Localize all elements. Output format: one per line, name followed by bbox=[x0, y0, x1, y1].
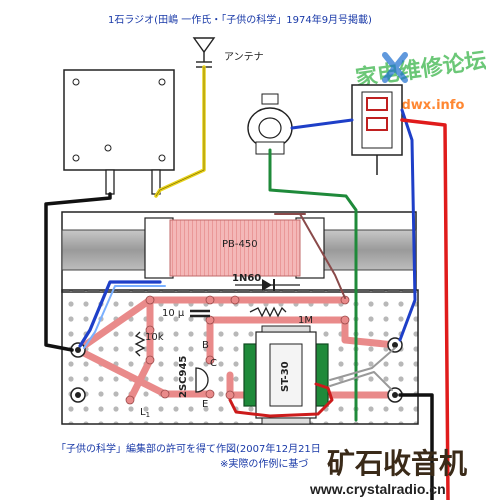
resistor-1m-label: 1M bbox=[298, 315, 313, 326]
watermark-bottom-url: www.crystalradio.cn bbox=[309, 481, 446, 497]
resistor-1m: 1M bbox=[249, 306, 313, 326]
watermark-bottom-cn: 矿石收音机 bbox=[327, 447, 467, 480]
capacitor-label: 10 μ bbox=[162, 308, 185, 319]
pin-c-label: C bbox=[210, 358, 217, 369]
diagram-title: 1石ラジオ(田嶋 一作氏・「子供の科学」1974年9月号掲載) bbox=[108, 13, 372, 26]
pin-e-label: E bbox=[202, 399, 208, 410]
transistor-label: 2SC945 bbox=[178, 356, 189, 398]
transformer-label: ST-30 bbox=[280, 361, 291, 392]
transistor: 2SC945 B C E bbox=[178, 340, 217, 410]
terminals bbox=[70, 337, 403, 403]
coil-l1-sub: 1 bbox=[146, 411, 150, 419]
wrench-icon bbox=[382, 52, 408, 83]
coil-l1-label: L1 bbox=[140, 407, 150, 419]
antenna-icon bbox=[192, 37, 216, 54]
credit-text: 「子供の科学」編集部の許可を得て作図(2007年12月21日 bbox=[56, 442, 321, 455]
earphone-jack bbox=[247, 93, 293, 155]
variable-capacitor bbox=[63, 69, 175, 195]
diode-label: 1N60 bbox=[232, 273, 261, 284]
antenna-label: アンテナ bbox=[224, 51, 264, 63]
resistor-10k-label: 10k bbox=[145, 332, 164, 343]
solder-points bbox=[125, 295, 350, 405]
transformer-st30: ST-30 bbox=[243, 325, 329, 425]
wires bbox=[44, 65, 450, 500]
capacitor-10u: 10 μ bbox=[162, 308, 210, 319]
battery-connector bbox=[351, 84, 403, 175]
coil-l1-letter: L bbox=[140, 407, 146, 418]
watermark-bottom: 矿石收音机 www.crystalradio.cn bbox=[309, 447, 467, 497]
ferrite-coil bbox=[169, 219, 301, 277]
antenna: アンテナ bbox=[192, 37, 264, 68]
diode: 1N60 bbox=[232, 273, 300, 291]
coil-label: PB-450 bbox=[222, 239, 258, 250]
perf-board bbox=[61, 289, 419, 425]
pin-b-label: B bbox=[202, 340, 209, 351]
resistor-10k: 10k bbox=[134, 331, 164, 357]
note-text: ※実際の作例に基づ bbox=[220, 457, 308, 470]
watermark-top-url: jdwx.info bbox=[396, 98, 464, 113]
